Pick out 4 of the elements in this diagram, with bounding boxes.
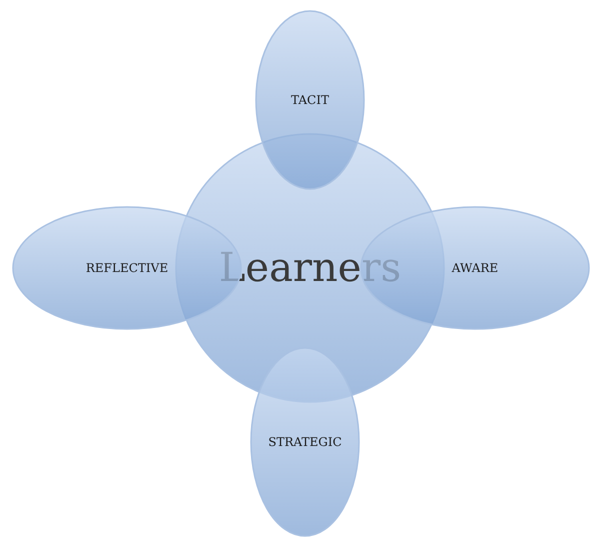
node-label: REFLECTIVE	[86, 261, 168, 275]
node-label: TACIT	[291, 93, 329, 107]
node-label: AWARE	[452, 261, 498, 275]
node-label: STRATEGIC	[268, 435, 342, 449]
